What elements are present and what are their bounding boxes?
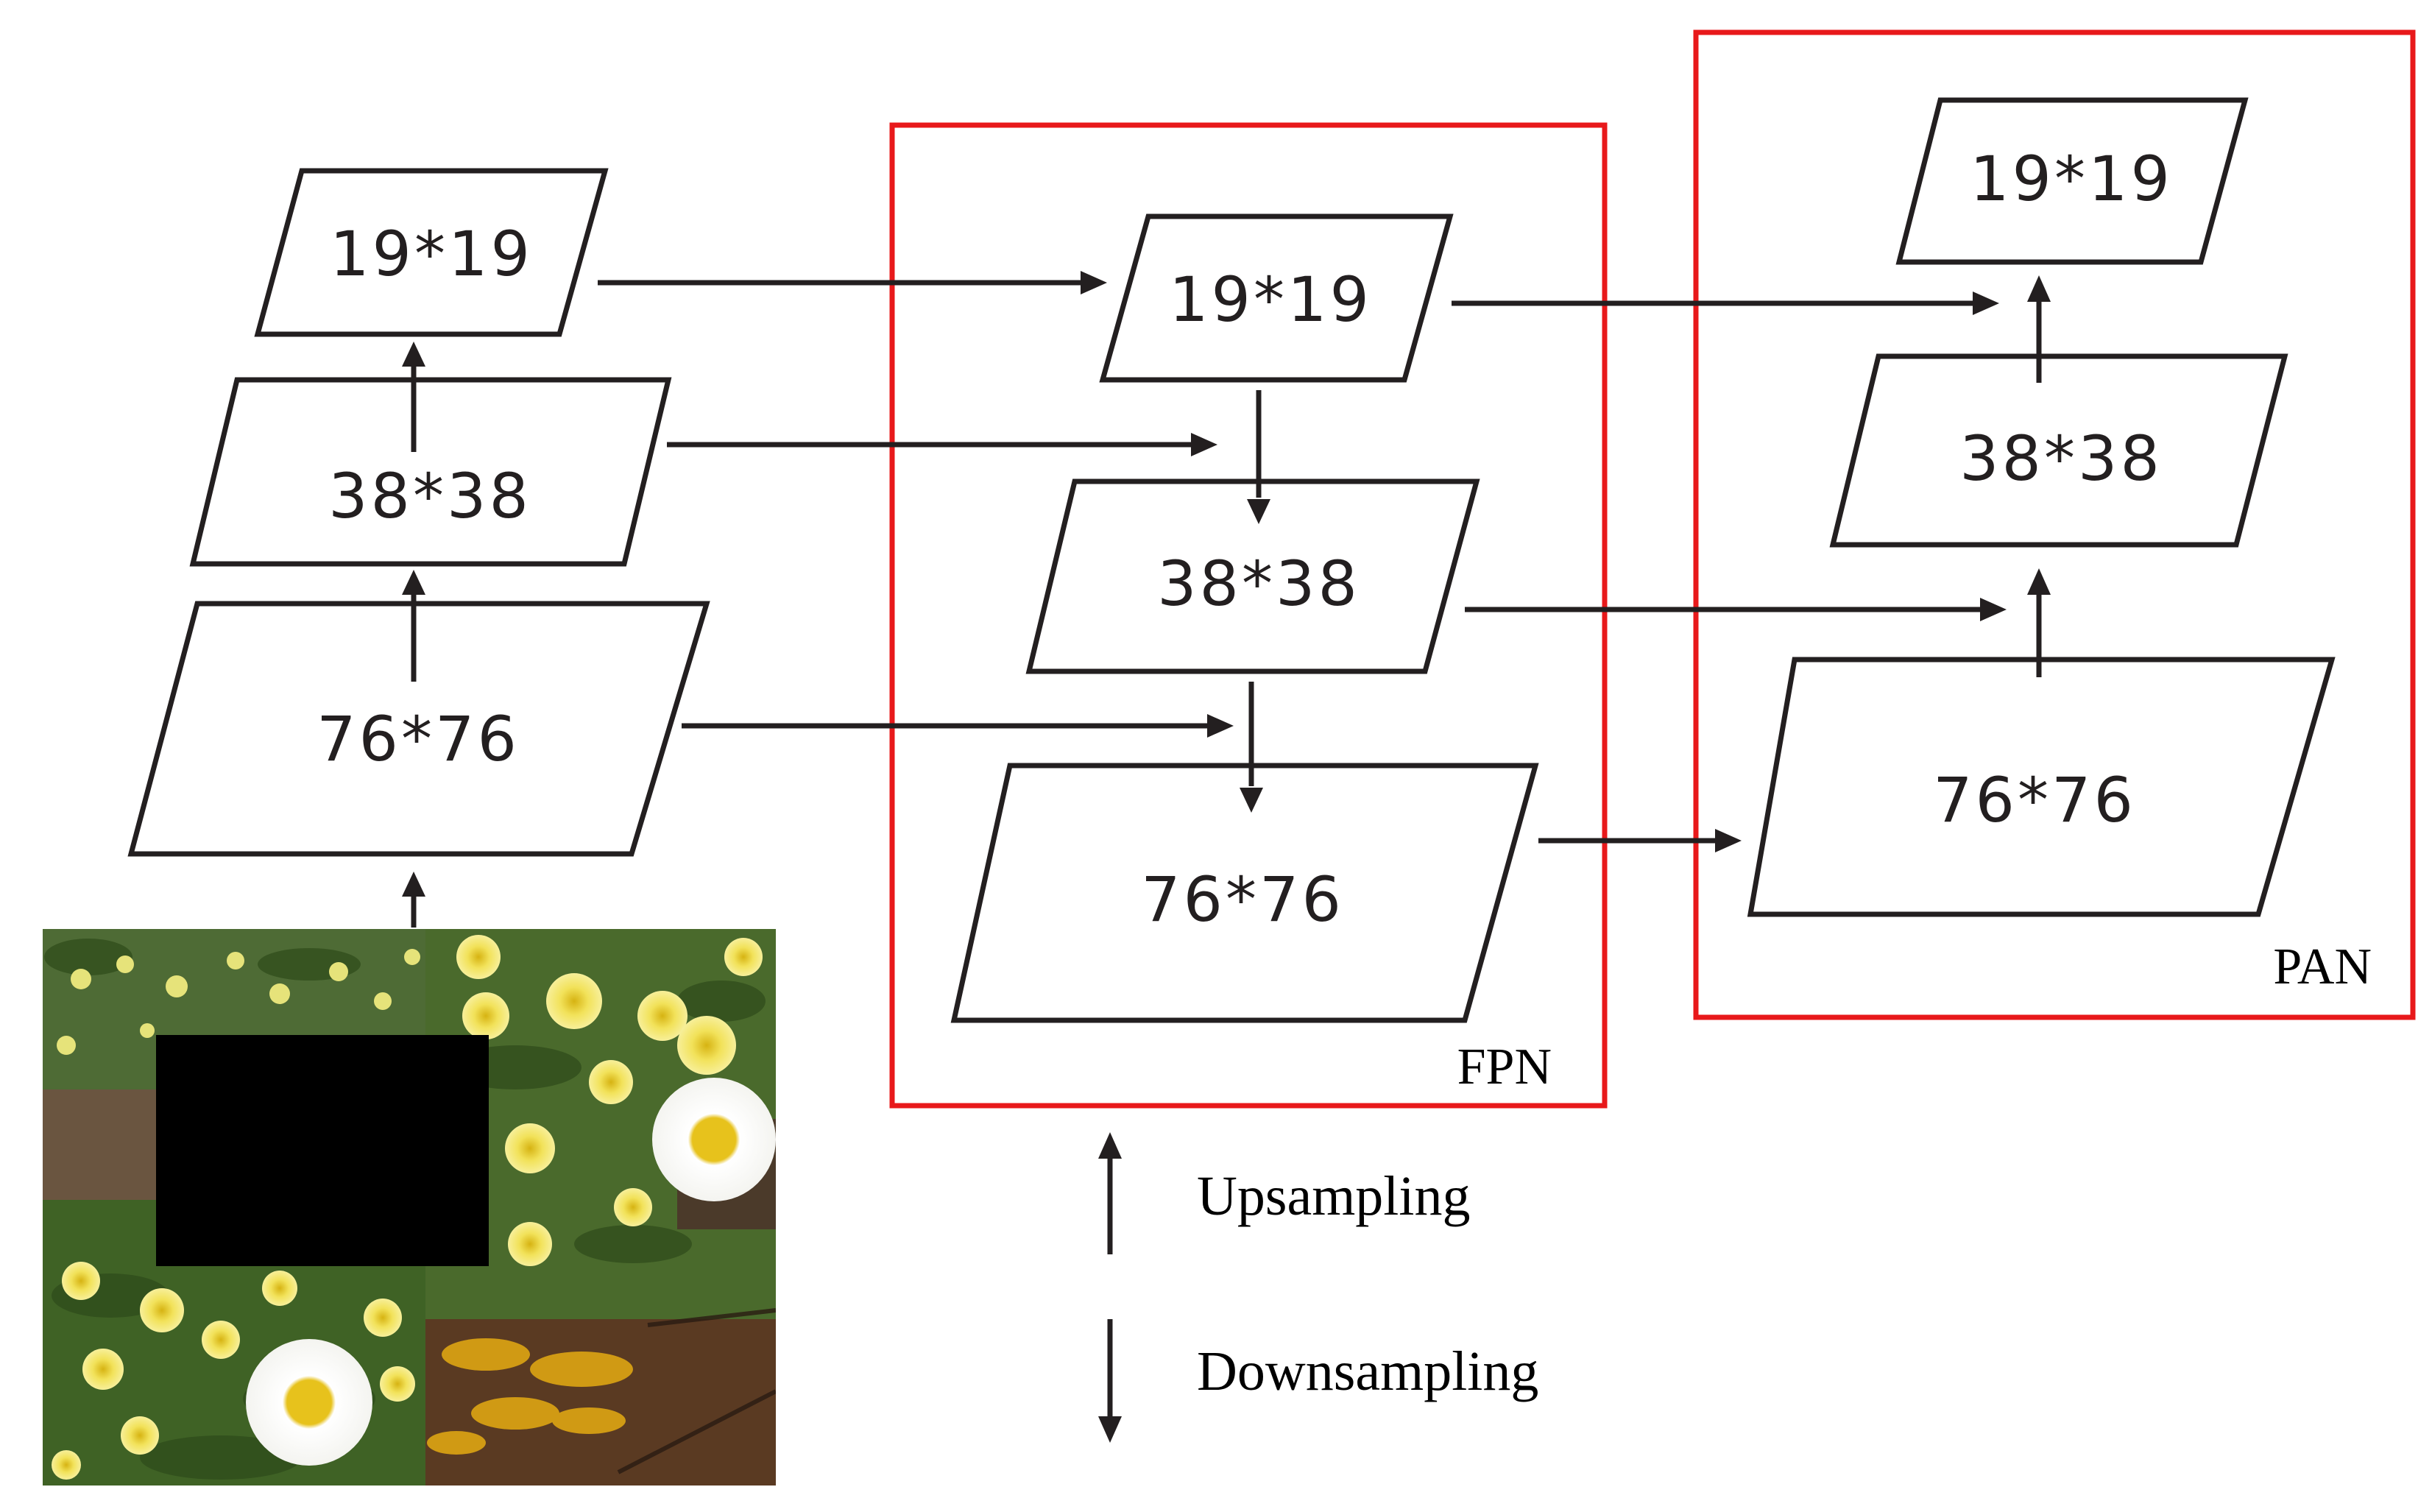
pan-group: PAN 19*19 38*38 76*76 xyxy=(1693,29,2416,1020)
fpn-group: FPN 19*19 38*38 76*76 xyxy=(889,122,1608,1109)
fpn-box-38-label: 38*38 xyxy=(1157,548,1360,620)
legend: Upsampling Downsampling xyxy=(1098,1132,1538,1443)
fpn-box-38 xyxy=(1025,478,1480,674)
backbone-column: 19*19 38*38 76*76 xyxy=(127,168,710,928)
backbone-box-38-label: 38*38 xyxy=(328,460,531,532)
fpn-border xyxy=(889,122,1608,1109)
fpn-box-19 xyxy=(1099,213,1454,383)
daisy-flower xyxy=(652,1078,776,1201)
lateral-arrow-19 xyxy=(598,271,1107,294)
lateral-arrow-76 xyxy=(682,714,1234,738)
fpn-pan-arrow-19 xyxy=(1452,292,1999,315)
backbone-up-arrow xyxy=(402,342,425,452)
pan-box-76-label: 76*76 xyxy=(1933,764,2136,836)
pan-box-38 xyxy=(1829,353,2288,548)
legend-upsampling-label: Upsampling xyxy=(1197,1165,1471,1227)
fpn-box-76-label: 76*76 xyxy=(1141,863,1344,936)
occlusion-mask xyxy=(156,1035,489,1266)
fpn-box-19-label: 19*19 xyxy=(1169,264,1372,336)
backbone-box-19 xyxy=(254,168,609,337)
pan-up-arrow xyxy=(2027,568,2051,677)
daisy-flower xyxy=(246,1339,372,1466)
fpn-box-76 xyxy=(950,763,1539,1023)
backbone-up-arrow xyxy=(402,872,425,928)
pan-box-19 xyxy=(1895,97,2249,265)
fpn-label: FPN xyxy=(1457,1039,1552,1095)
fpn-down-arrow xyxy=(1240,682,1263,813)
legend-downsampling-label: Downsampling xyxy=(1197,1340,1538,1402)
upsampling-arrow-icon xyxy=(1098,1132,1122,1254)
pan-box-38-label: 38*38 xyxy=(1959,423,2163,495)
backbone-box-38 xyxy=(189,377,672,567)
input-mosaic-image xyxy=(43,929,776,1485)
lateral-arrow-38 xyxy=(667,433,1217,456)
fpn-pan-arrow-76 xyxy=(1538,829,1742,852)
pan-up-arrow xyxy=(2027,275,2051,383)
fpn-down-arrow xyxy=(1247,390,1270,524)
fpn-pan-arrow-38 xyxy=(1465,598,2007,621)
backbone-up-arrow xyxy=(402,570,425,682)
backbone-box-19-label: 19*19 xyxy=(330,218,533,290)
downsampling-arrow-icon xyxy=(1098,1319,1122,1443)
pan-label: PAN xyxy=(2273,939,2372,995)
pan-box-19-label: 19*19 xyxy=(1970,143,2173,215)
backbone-box-76 xyxy=(127,601,710,857)
pan-box-76 xyxy=(1747,657,2336,917)
pan-border xyxy=(1693,29,2416,1020)
backbone-box-76-label: 76*76 xyxy=(317,703,520,775)
